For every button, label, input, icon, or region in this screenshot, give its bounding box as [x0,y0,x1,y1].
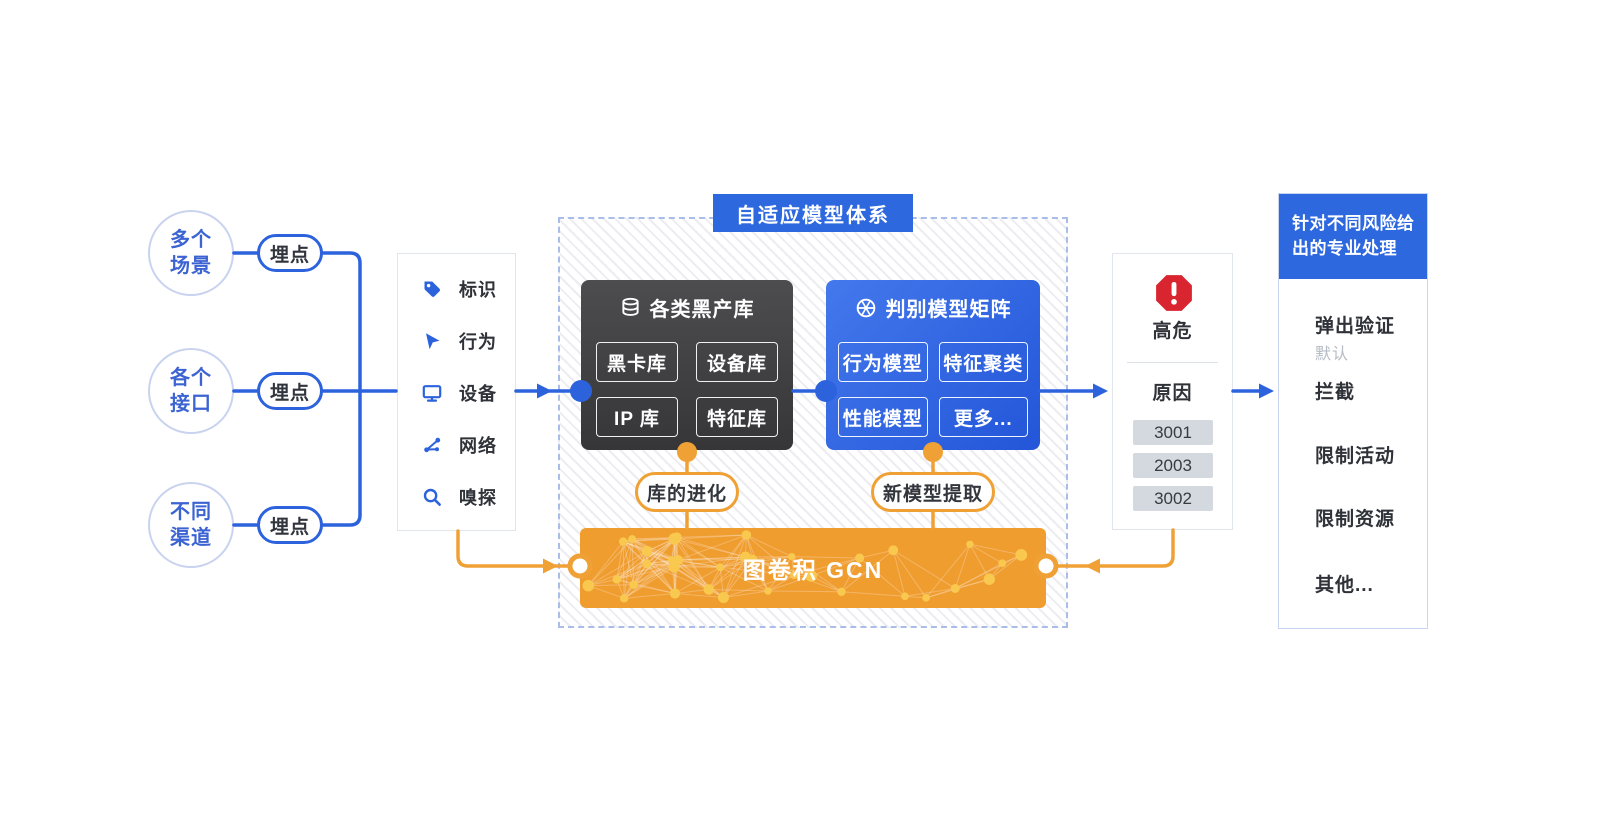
signal-label: 网络 [459,436,497,456]
extraction-pill: 新模型提取 [871,472,995,512]
black-db-item: IP 库 [596,397,678,437]
signal-item-behavior: 行为 [398,324,515,358]
risk-code-chip: 2003 [1133,453,1213,478]
flow-line [1056,528,1175,568]
model-matrix-grid: 行为模型 特征聚类 性能模型 更多... [838,342,1028,437]
evolution-pill: 库的进化 [635,472,739,512]
signal-item-tag: 标识 [398,272,515,306]
black-db-title: 各类黑产库 [649,299,755,321]
gcn-label: 图卷积 GCN [742,557,884,583]
arrowhead-icon [1085,558,1100,574]
model-matrix-box: 判别模型矩阵 行为模型 特征聚类 性能模型 更多... [826,280,1040,450]
action-panel-header: 针对不同风险给出的专业处理 [1279,194,1427,279]
signal-item-sniff: 嗅探 [398,480,515,514]
action-item-limit-activity: 限制活动 [1315,446,1396,467]
black-db-title-row: 各类黑产库 [581,293,793,322]
black-db-item: 设备库 [696,342,778,382]
divider [1127,362,1218,363]
tap-point-pill: 埋点 [257,234,323,272]
source-circle-interfaces: 各个 接口 [148,348,234,434]
model-matrix-item: 特征聚类 [938,342,1028,382]
action-panel: 针对不同风险给出的专业处理 弹出验证 默认 拦截 限制活动 限制资源 其他... [1278,193,1428,629]
risk-code-chip: 3002 [1133,486,1213,511]
action-item-block: 拦截 [1315,382,1356,403]
signal-label: 行为 [459,332,497,352]
wheel-icon [856,298,875,317]
signal-label: 设备 [459,384,497,404]
stop-alert-icon [1155,275,1192,311]
tap-point-pill: 埋点 [257,372,323,410]
model-matrix-item: 行为模型 [838,342,928,382]
reason-label: 原因 [1152,383,1193,404]
source-line: 多个 [170,229,212,251]
flow-trunk [321,251,362,527]
risk-level-label: 高危 [1152,321,1193,342]
source-line: 各个 [170,367,212,389]
signal-panel: 标识 行为 设备 网络 [397,253,516,531]
action-item-limit-resource: 限制资源 [1315,509,1396,530]
arrowhead-icon [1259,383,1274,399]
source-circle-channels: 不同 渠道 [148,482,234,568]
flow-line [456,529,571,568]
black-db-box: 各类黑产库 黑卡库 设备库 IP 库 特征库 [581,280,793,450]
signal-item-device: 设备 [398,376,515,410]
tap-point-pill: 埋点 [257,506,323,544]
action-item-verify: 弹出验证 [1315,316,1396,337]
source-line: 渠道 [170,527,212,549]
model-matrix-item: 更多... [938,397,1028,437]
cursor-icon [426,333,440,350]
gcn-bar: 图卷积 GCN [580,528,1046,608]
source-line: 不同 [170,501,212,523]
magnifier-icon [423,488,441,506]
black-db-item: 黑卡库 [596,342,678,382]
action-item-other: 其他... [1315,575,1374,596]
signal-item-network: 网络 [398,428,515,462]
black-db-grid: 黑卡库 设备库 IP 库 特征库 [596,342,778,437]
arrowhead-icon [537,383,552,399]
model-matrix-title: 判别模型矩阵 [885,299,1012,321]
model-system-title: 自适应模型体系 [713,194,913,232]
risk-code-chip: 3001 [1133,420,1213,445]
risk-panel: 高危 原因 3001 2003 3002 [1112,253,1233,530]
black-db-item: 特征库 [696,397,778,437]
signal-label: 标识 [459,280,497,300]
source-line: 接口 [170,393,212,415]
arrowhead-icon [543,558,558,574]
model-matrix-title-row: 判别模型矩阵 [826,293,1040,322]
tag-icon [424,281,440,297]
arrowhead-icon [1093,383,1108,399]
database-icon [621,297,639,316]
action-item-note-default: 默认 [1315,346,1350,363]
signal-label: 嗅探 [459,488,497,508]
network-icon [424,437,441,453]
source-circle-scenes: 多个 场景 [148,210,234,296]
monitor-icon [422,385,442,402]
source-line: 场景 [170,255,212,277]
model-matrix-item: 性能模型 [838,397,928,437]
